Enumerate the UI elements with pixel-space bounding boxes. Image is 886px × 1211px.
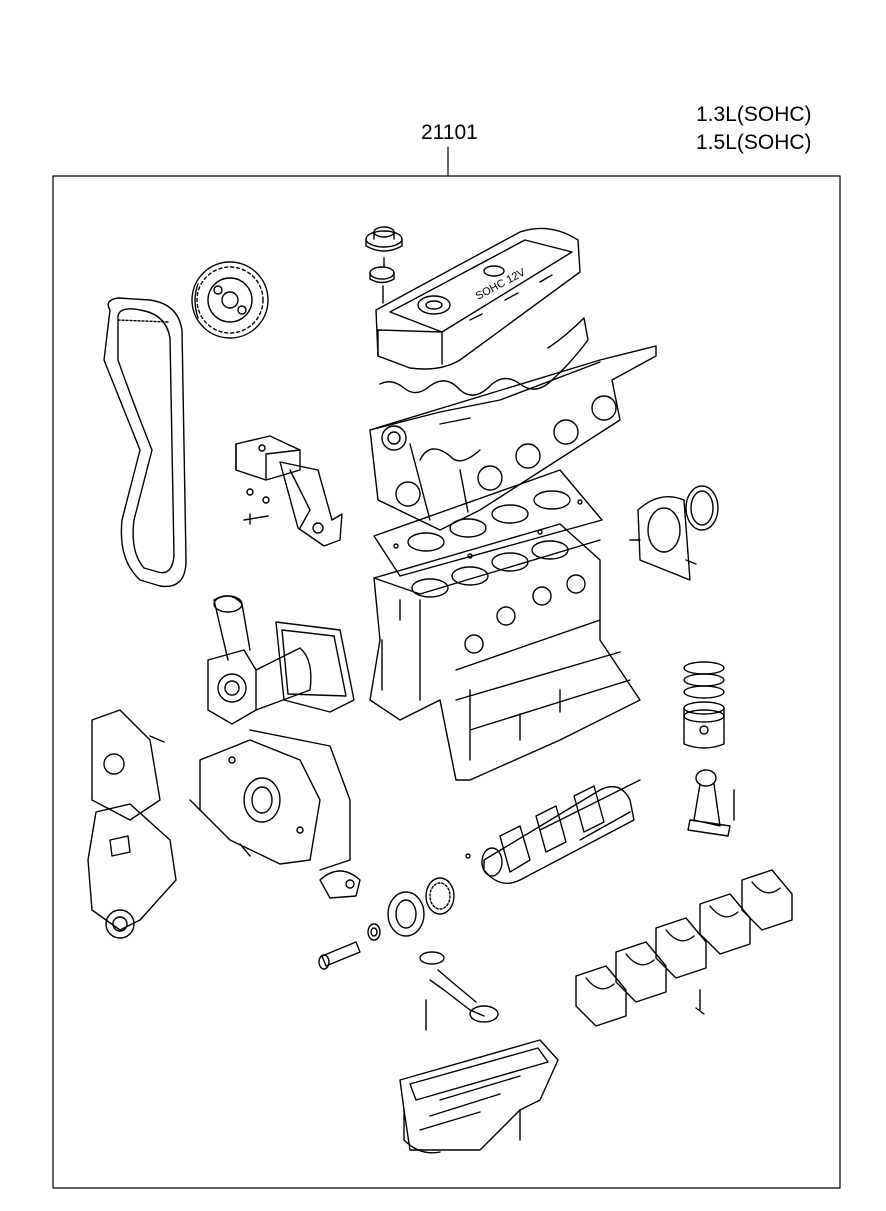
crankshaft-sprocket — [367, 877, 455, 941]
oil-strainer — [419, 951, 499, 1031]
cylinder-head — [369, 345, 657, 531]
camshaft-sprocket — [191, 261, 269, 339]
rear-oil-seal-housing — [629, 485, 719, 581]
engine-variant-label: 1.3L(SOHC) — [696, 103, 812, 126]
timing-belt-cover — [87, 709, 177, 939]
oil-pan — [399, 1039, 559, 1154]
diagram-frame — [52, 175, 841, 1189]
cylinder-head-cover: SOHC 12V — [375, 227, 589, 396]
head-gasket — [373, 469, 603, 577]
crankshaft-pulley-bolt — [318, 941, 361, 970]
water-pump — [207, 595, 355, 725]
cylinder-block — [369, 523, 641, 781]
oil-pump-front-case — [189, 729, 361, 899]
engine-mount-bracket — [235, 435, 343, 547]
main-bearing-caps — [575, 869, 793, 1027]
timing-belt — [103, 297, 187, 588]
connecting-rod — [687, 769, 735, 837]
oil-filler-cap — [365, 226, 403, 304]
crankshaft — [465, 779, 641, 884]
pistons-rings — [683, 661, 725, 749]
part-number-label: 21101 — [421, 121, 478, 144]
engine-variant-label: 1.5L(SOHC) — [696, 131, 812, 154]
